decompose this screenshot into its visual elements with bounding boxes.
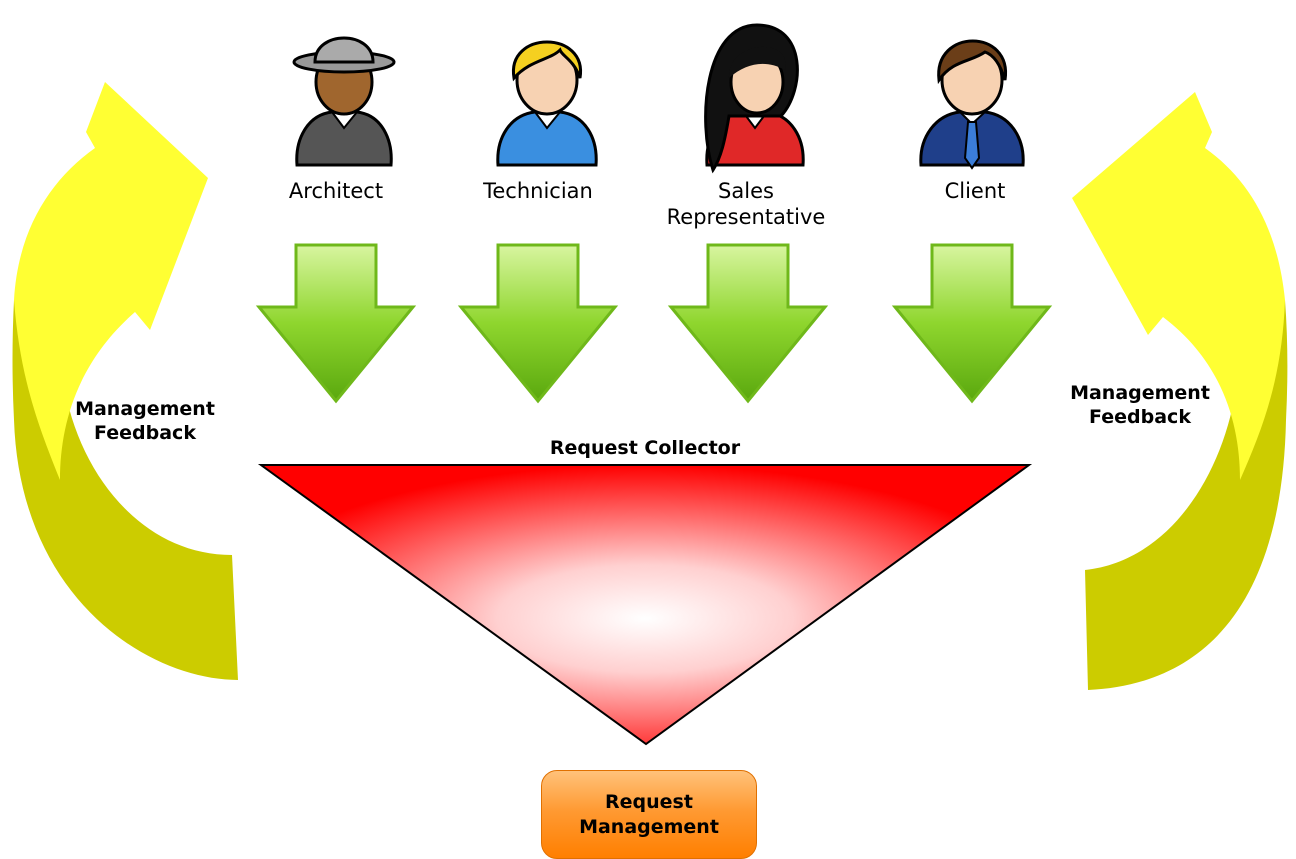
left-feedback-arrow-shadow: [12, 300, 238, 680]
role-label-technician: Technician: [483, 179, 593, 203]
technician-person-icon: [496, 40, 598, 167]
left-feedback-arrow-body: [14, 82, 208, 480]
down-arrow-sales: [667, 243, 829, 404]
right-feedback-arrow-body: [1072, 92, 1285, 480]
down-arrow-technician: [457, 243, 619, 404]
down-arrow-architect: [255, 243, 417, 404]
management-feedback-label-left: Management Feedback: [75, 398, 215, 444]
request-management-label: Request Management: [579, 790, 719, 838]
down-arrow-client: [891, 243, 1053, 404]
management-feedback-label-right: Management Feedback: [1070, 382, 1210, 428]
role-label-architect: Architect: [288, 179, 384, 203]
sales-representative-person-icon: [704, 23, 805, 174]
request-management-box: Request Management: [541, 770, 757, 859]
role-label-client: Client: [944, 179, 1006, 203]
architect-person-icon: [292, 36, 396, 167]
client-person-icon: [919, 39, 1025, 170]
right-feedback-arrow: [1072, 92, 1288, 690]
request-collector-funnel: [257, 464, 1033, 746]
left-feedback-arrow: [12, 82, 238, 680]
role-label-sales-representative: Sales Representative: [666, 179, 826, 230]
request-collector-label: Request Collector: [549, 437, 741, 459]
